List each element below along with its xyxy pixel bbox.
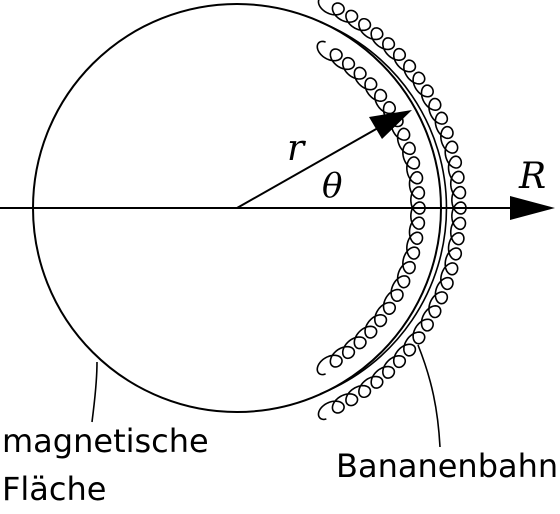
label-flux-surface-line2: Fläche <box>2 470 106 508</box>
label-theta: θ <box>322 166 342 206</box>
label-R: R <box>518 156 546 197</box>
helix-inner-path <box>316 40 426 376</box>
helix-outer-path <box>317 0 467 421</box>
banana-guide-arc <box>319 21 448 395</box>
label-flux-surface-line1: magnetische <box>2 422 209 460</box>
flux-surface-leader <box>91 361 98 423</box>
banana-orbit-outer-helix <box>317 0 467 421</box>
radius-vector <box>236 123 386 209</box>
banana-orbit-inner-helix <box>316 40 426 376</box>
label-banana-orbit: Bananenbahn <box>336 447 558 485</box>
flux-surface-circle <box>32 3 442 413</box>
r-axis-arrowhead <box>510 196 555 220</box>
label-r: r <box>287 128 306 169</box>
banana-orbit-leader <box>417 344 441 448</box>
